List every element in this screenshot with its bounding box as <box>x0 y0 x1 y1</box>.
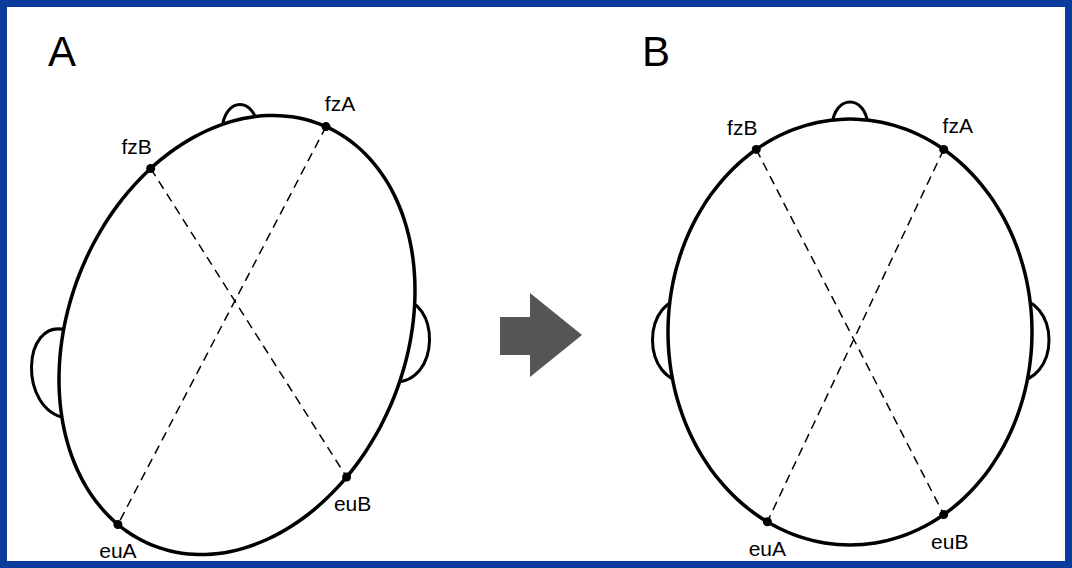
transition-arrow <box>500 293 582 377</box>
diagonal-line <box>151 168 347 477</box>
landmark-dot <box>763 517 772 526</box>
diagonal-line <box>118 127 326 525</box>
landmark-label: euB <box>931 530 968 551</box>
landmark-dot <box>752 145 761 154</box>
landmark-dot <box>146 164 155 173</box>
landmark-dot <box>342 473 351 482</box>
landmark-label: fzB <box>727 117 757 138</box>
head-outline <box>668 119 1032 545</box>
panel-letter: B <box>642 31 670 73</box>
panel-letter: A <box>48 31 76 73</box>
diagonal-line <box>767 149 943 521</box>
landmark-dot <box>322 122 331 131</box>
landmark-label: fzB <box>122 136 152 157</box>
landmark-dot <box>939 145 948 154</box>
landmark-label: fzA <box>943 115 973 136</box>
landmark-label: euA <box>749 537 786 558</box>
diagonal-line <box>756 149 943 514</box>
head-outline <box>59 115 415 554</box>
landmark-dot <box>939 510 948 519</box>
landmark-dot <box>113 520 122 529</box>
landmark-label: fzA <box>325 92 355 113</box>
landmark-label: euA <box>99 540 136 561</box>
landmark-label: euB <box>334 493 371 514</box>
